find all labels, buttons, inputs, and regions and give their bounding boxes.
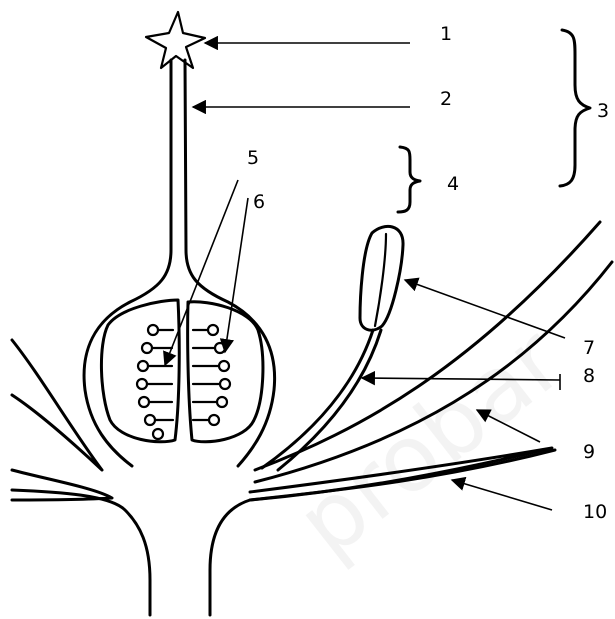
label-8: 8 <box>583 365 595 387</box>
ovules-right <box>193 325 230 425</box>
pointer-7 <box>405 280 565 338</box>
bracket-4 <box>398 147 420 212</box>
ovules-left <box>137 325 173 439</box>
style-and-ovary-wall-left <box>84 60 171 466</box>
label-10: 10 <box>583 501 607 523</box>
receptacle-left <box>12 490 150 615</box>
stigma <box>146 12 205 68</box>
bracket-3 <box>560 30 590 186</box>
label-4: 4 <box>447 173 459 195</box>
anther <box>360 226 403 330</box>
anther-groove <box>375 234 386 326</box>
label-9: 9 <box>583 441 595 463</box>
sepal-left-lower <box>12 470 112 500</box>
label-5: 5 <box>247 147 259 169</box>
label-7: 7 <box>583 337 595 359</box>
style-and-ovary-wall-right <box>185 60 275 466</box>
pointer-10 <box>452 480 552 510</box>
pointer-6 <box>225 198 248 352</box>
label-2: 2 <box>440 88 452 110</box>
label-3: 3 <box>597 100 609 122</box>
label-6: 6 <box>253 191 265 213</box>
label-1: 1 <box>440 23 452 45</box>
